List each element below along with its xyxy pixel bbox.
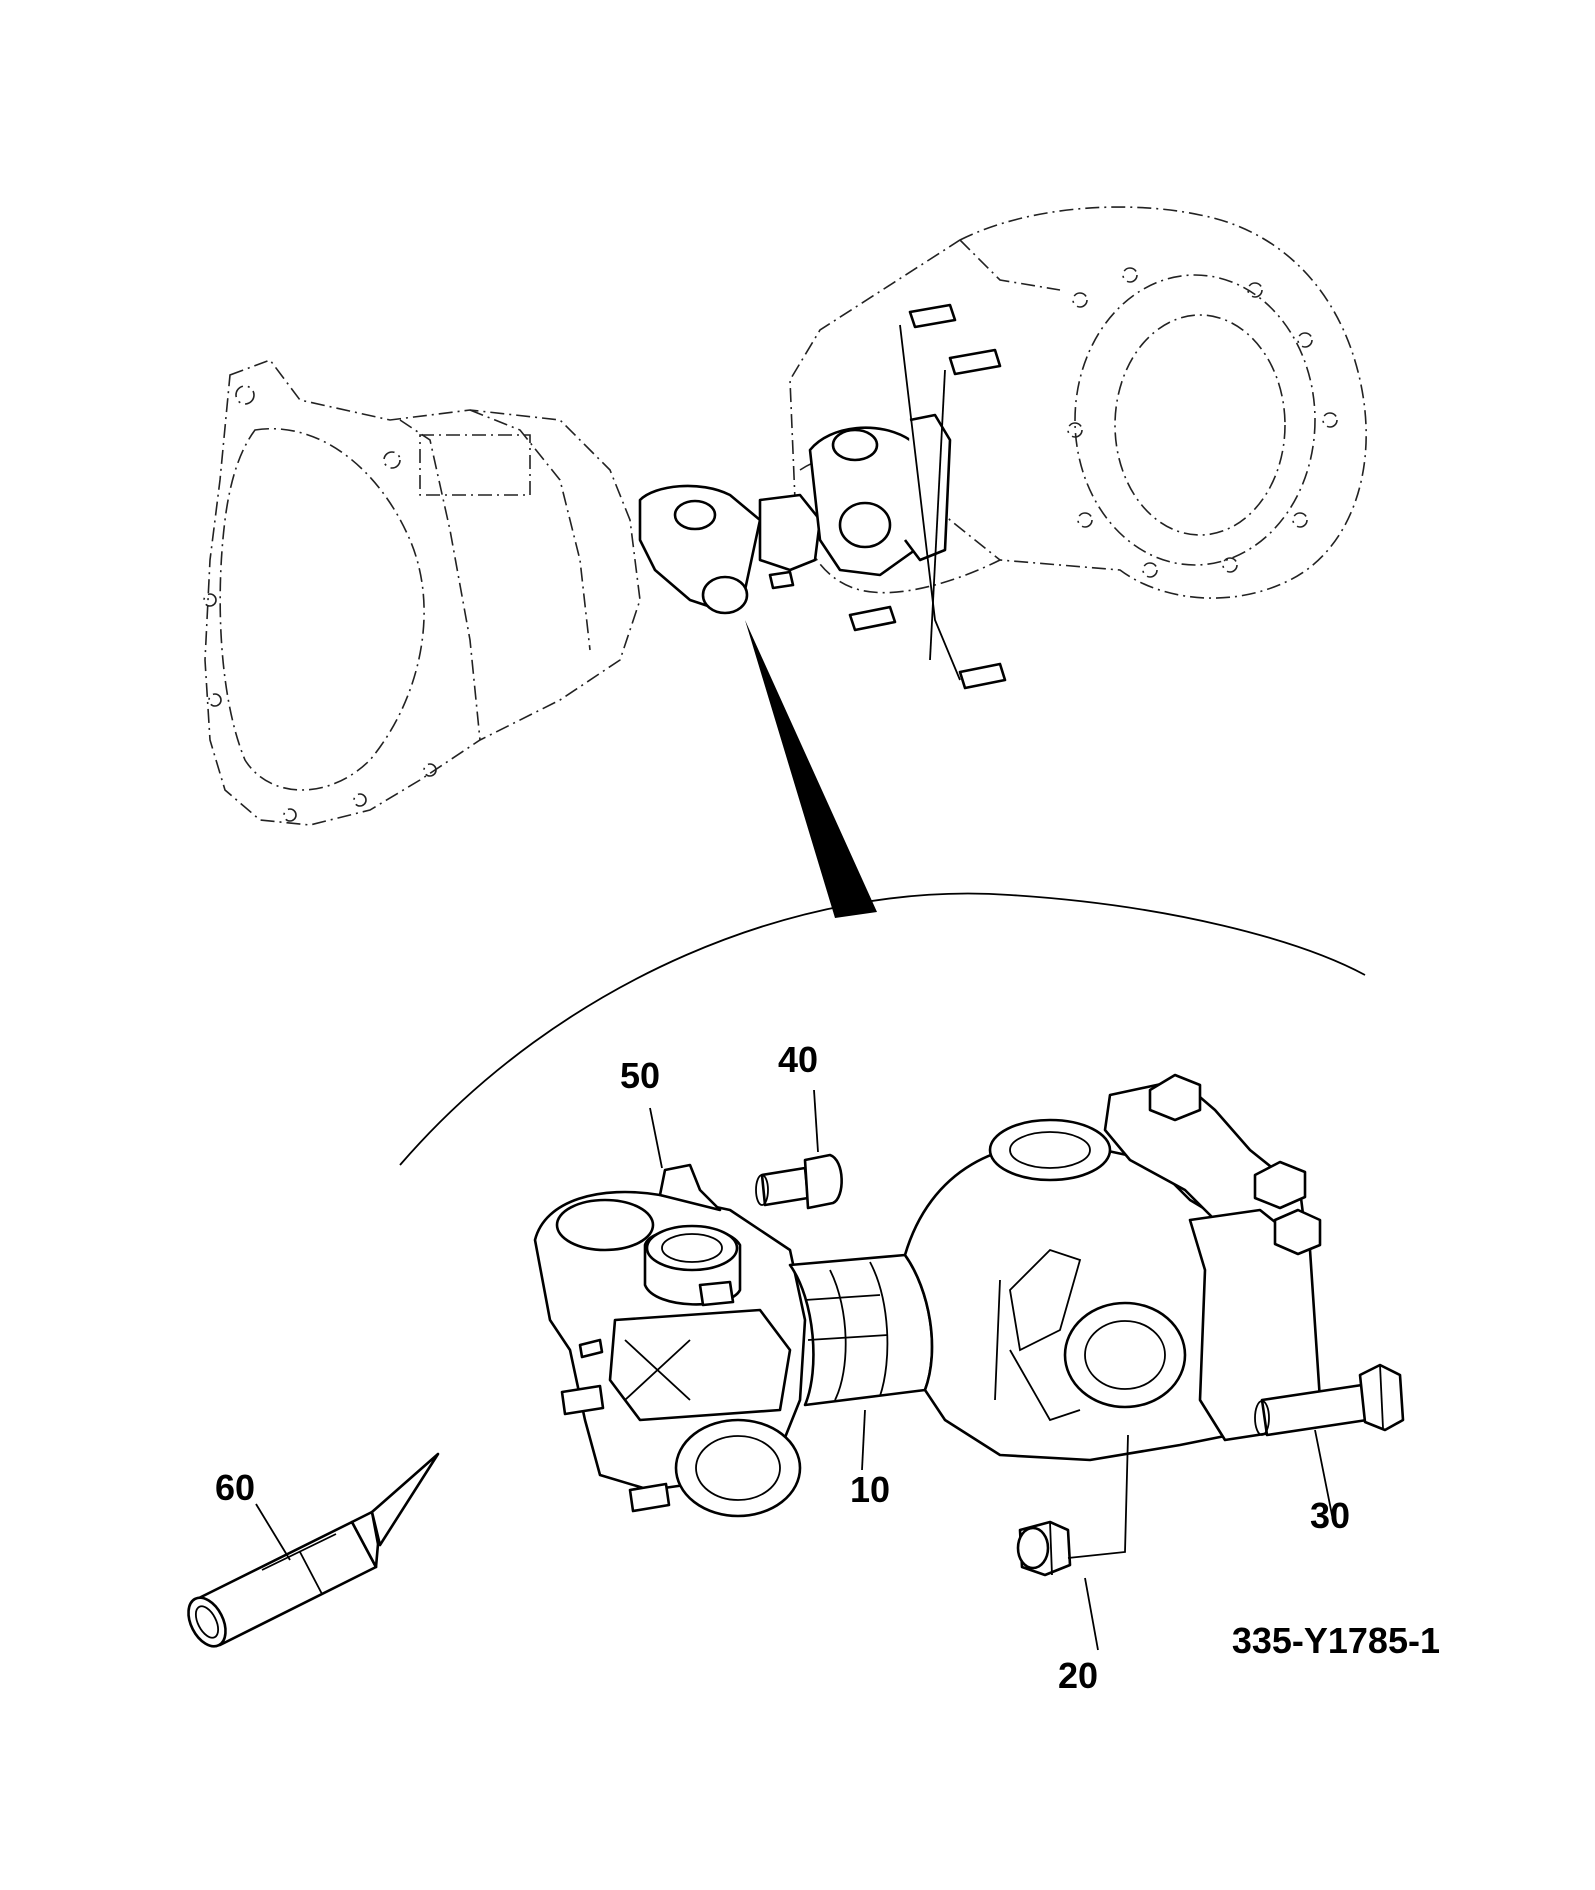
screw-40: [755, 1153, 843, 1210]
callout-60: 60: [215, 1467, 256, 1508]
drawing-reference: 335-Y1785-1: [1231, 1620, 1440, 1661]
callout-10: 10: [850, 1469, 891, 1510]
callout-30: 30: [1310, 1495, 1351, 1536]
bolt-30: [1254, 1363, 1405, 1437]
detail-callout: [399, 620, 1366, 1166]
plug-20: [1016, 1520, 1072, 1577]
callout-20: 20: [1058, 1655, 1099, 1696]
callout-40: 40: [778, 1039, 819, 1080]
installed-drive-shaft: [638, 303, 1007, 690]
phantom-assembly: [203, 206, 1367, 826]
callout-50: 50: [620, 1055, 661, 1096]
leader-lines: [255, 1089, 1334, 1651]
double-cardan-drive-shaft: [533, 1073, 1322, 1518]
sealant-tube-60: [187, 1452, 440, 1648]
